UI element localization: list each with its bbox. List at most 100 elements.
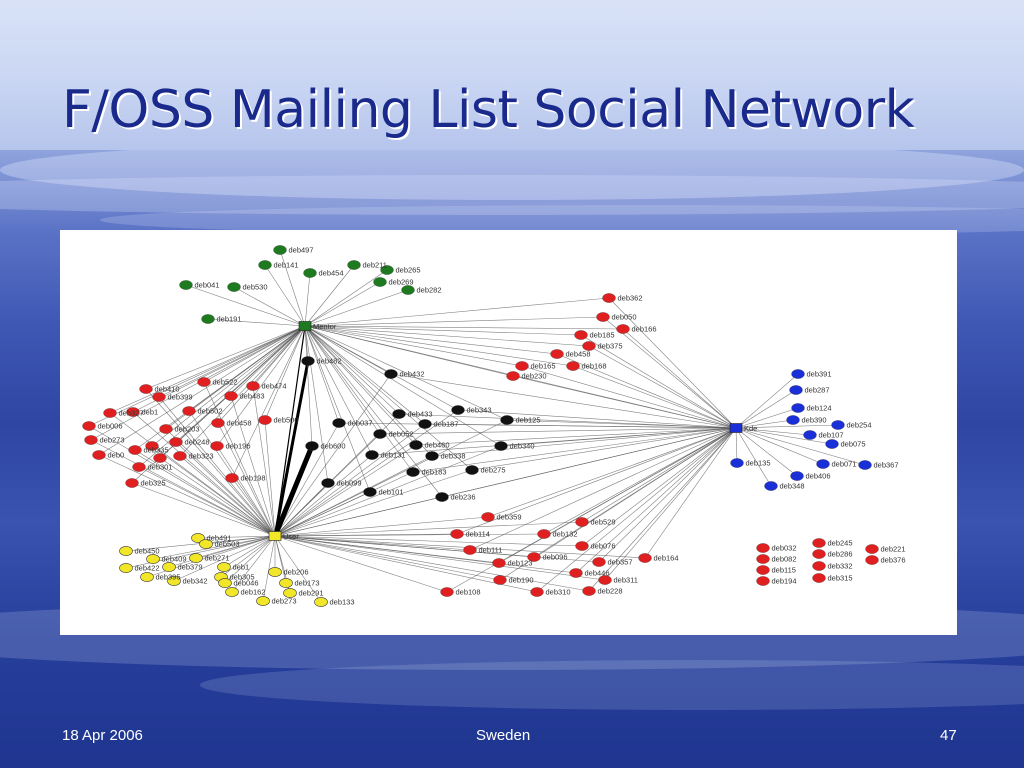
edge-deb282-mentor bbox=[304, 289, 409, 327]
edge-deb165-kde bbox=[521, 365, 737, 429]
edge-deb076-kde bbox=[581, 427, 737, 547]
node-label-deb286: deb286 bbox=[828, 550, 853, 559]
node-deb230 bbox=[506, 371, 520, 381]
node-label-deb343: deb343 bbox=[467, 406, 492, 415]
node-deb483 bbox=[224, 391, 238, 401]
node-deb342 bbox=[167, 576, 181, 586]
node-label-deb503: deb503 bbox=[215, 540, 240, 549]
node-label-deb135: deb135 bbox=[746, 459, 771, 468]
node-label-deb123: deb123 bbox=[508, 559, 533, 568]
node-deb236 bbox=[435, 492, 449, 502]
edge-deb187-mentor bbox=[304, 325, 426, 425]
node-deb458b bbox=[211, 418, 225, 428]
node-deb433 bbox=[392, 409, 406, 419]
node-deb185 bbox=[574, 330, 588, 340]
header-band bbox=[0, 0, 1024, 150]
node-label-deb096: deb096 bbox=[543, 553, 568, 562]
edge-deb125-kde bbox=[506, 419, 737, 429]
node-deb206 bbox=[268, 567, 282, 577]
node-deb359 bbox=[481, 512, 495, 522]
node-label-deb291: deb291 bbox=[299, 589, 324, 598]
node-label-deb190: deb190 bbox=[509, 576, 534, 585]
node-deb135 bbox=[730, 458, 744, 468]
node-label-deb458b: deb458 bbox=[227, 419, 252, 428]
edge-deb125-user bbox=[274, 419, 508, 537]
edge-deb323-mentor bbox=[179, 325, 306, 457]
node-deb325 bbox=[125, 478, 139, 488]
edge-deb108-user bbox=[274, 535, 448, 593]
edge-deb357-kde bbox=[598, 427, 737, 563]
node-label-deb168: deb168 bbox=[582, 362, 607, 371]
edge-deb187-user bbox=[274, 423, 426, 537]
node-label-deb325: deb325 bbox=[141, 479, 166, 488]
node-label-deb006: deb006 bbox=[98, 422, 123, 431]
edge-deb340-user bbox=[274, 445, 502, 537]
node-label-deb125: deb125 bbox=[516, 416, 541, 425]
node-label-deb399: deb399 bbox=[168, 393, 193, 402]
hub-mentor bbox=[298, 321, 312, 331]
edge-deb183-kde bbox=[412, 427, 737, 473]
edge-deb340-mentor bbox=[304, 325, 502, 447]
node-label-deb183: deb183 bbox=[422, 468, 447, 477]
edge-deb006-user bbox=[88, 425, 276, 537]
node-label-deb446: deb446 bbox=[585, 569, 610, 578]
node-deb348 bbox=[764, 481, 778, 491]
node-deb343 bbox=[451, 405, 465, 415]
node-label-deb335: deb335 bbox=[144, 446, 169, 455]
node-debx2 bbox=[153, 453, 167, 463]
node-deb502 bbox=[182, 406, 196, 416]
node-deb125 bbox=[500, 415, 514, 425]
footer-date: 18 Apr 2006 bbox=[62, 727, 143, 744]
node-deb376 bbox=[865, 555, 879, 565]
edge-deb02-user bbox=[98, 454, 276, 537]
edge-deb343-user bbox=[274, 409, 459, 537]
node-deb037 bbox=[332, 418, 346, 428]
node-deb391 bbox=[791, 369, 805, 379]
footer-location: Sweden bbox=[476, 727, 531, 744]
edge-deb075-kde bbox=[735, 427, 833, 445]
node-deb082 bbox=[756, 554, 770, 564]
edge-deb482-user bbox=[273, 360, 310, 537]
node-label-deb529: deb529 bbox=[591, 518, 616, 527]
node-deb269 bbox=[373, 277, 387, 287]
node-label-deb265: deb265 bbox=[396, 266, 421, 275]
node-label-deb483: deb483 bbox=[240, 392, 265, 401]
edge-deb273-user bbox=[90, 439, 276, 537]
node-deb265 bbox=[380, 265, 394, 275]
node-deb482 bbox=[301, 356, 315, 366]
edge-deb254-kde bbox=[735, 424, 839, 429]
edge-deb343-kde bbox=[457, 409, 737, 429]
node-label-deb474: deb474 bbox=[262, 382, 287, 391]
edge-deb269-mentor bbox=[304, 281, 381, 327]
edge-deb323-user bbox=[179, 455, 276, 537]
node-label-deb206: deb206 bbox=[284, 568, 309, 577]
node-label-deb164: deb164 bbox=[654, 554, 679, 563]
node-label-deb500: deb500 bbox=[274, 416, 299, 425]
edge-deb335-user bbox=[134, 449, 276, 537]
edge-deb191-mentor bbox=[207, 318, 306, 327]
edge-deb076-user bbox=[274, 535, 583, 547]
node-label-deb131: deb131 bbox=[381, 451, 406, 460]
node-label-deb198: deb198 bbox=[241, 474, 266, 483]
node-deb530 bbox=[227, 282, 241, 292]
node-label-deb196: deb196 bbox=[226, 442, 251, 451]
node-label-deb454: deb454 bbox=[319, 269, 344, 278]
node-deb076 bbox=[575, 541, 589, 551]
node-deb410 bbox=[139, 384, 153, 394]
node-deb522 bbox=[197, 377, 211, 387]
node-label-deb191: deb191 bbox=[217, 315, 242, 324]
edge-deb166-mentor bbox=[304, 325, 624, 330]
edge-deb600-user bbox=[272, 445, 315, 537]
hub-label-mentor: Mentor bbox=[313, 322, 337, 331]
edge-deb050-mentor bbox=[304, 316, 604, 327]
node-deb332 bbox=[812, 561, 826, 571]
node-deb395 bbox=[140, 572, 154, 582]
node-label-deb166: deb166 bbox=[632, 325, 657, 334]
node-deb111 bbox=[463, 545, 477, 555]
node-label-deb101: deb101 bbox=[379, 488, 404, 497]
node-deb032 bbox=[756, 543, 770, 553]
edge-deb037-user bbox=[274, 422, 340, 537]
node-label-deb194: deb194 bbox=[772, 577, 797, 586]
edge-deb301-user bbox=[138, 466, 276, 537]
